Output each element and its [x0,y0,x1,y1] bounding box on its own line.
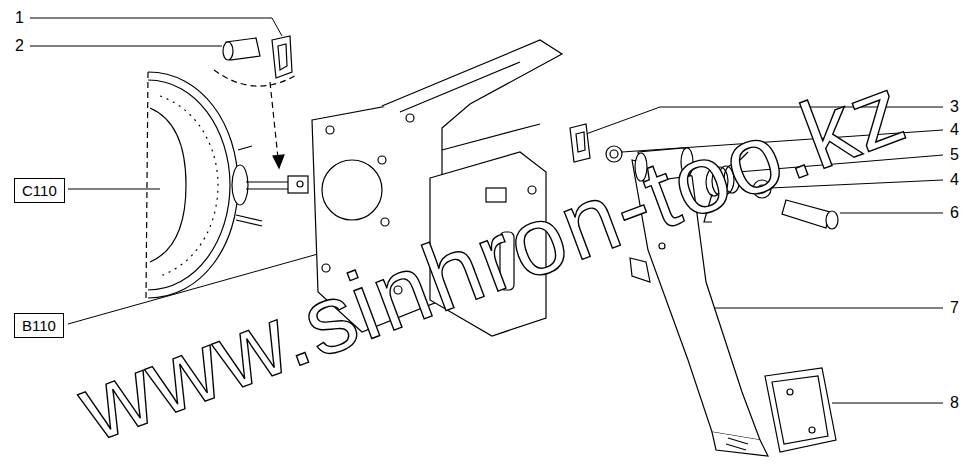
callout-number: 8 [950,395,959,411]
part-code: B110 [22,318,56,333]
clevis-pin-and-clip [214,36,298,168]
part-code-box: C110 [14,178,65,203]
callout-number: 1 [15,10,24,26]
callout-number: 4 [950,122,959,138]
pedal-pad [765,368,836,452]
part-code: C110 [22,183,57,198]
watermark: www.sinhron-too.kz [67,59,918,456]
callout-number: 6 [950,205,959,221]
brake-booster [146,72,308,298]
callout-number: 3 [950,99,959,115]
part-code-box: B110 [14,313,64,338]
callout-number: 5 [950,147,959,163]
callout-number: 2 [15,38,24,54]
callout-number: 4 [950,172,959,188]
callout-number: 7 [950,300,959,316]
